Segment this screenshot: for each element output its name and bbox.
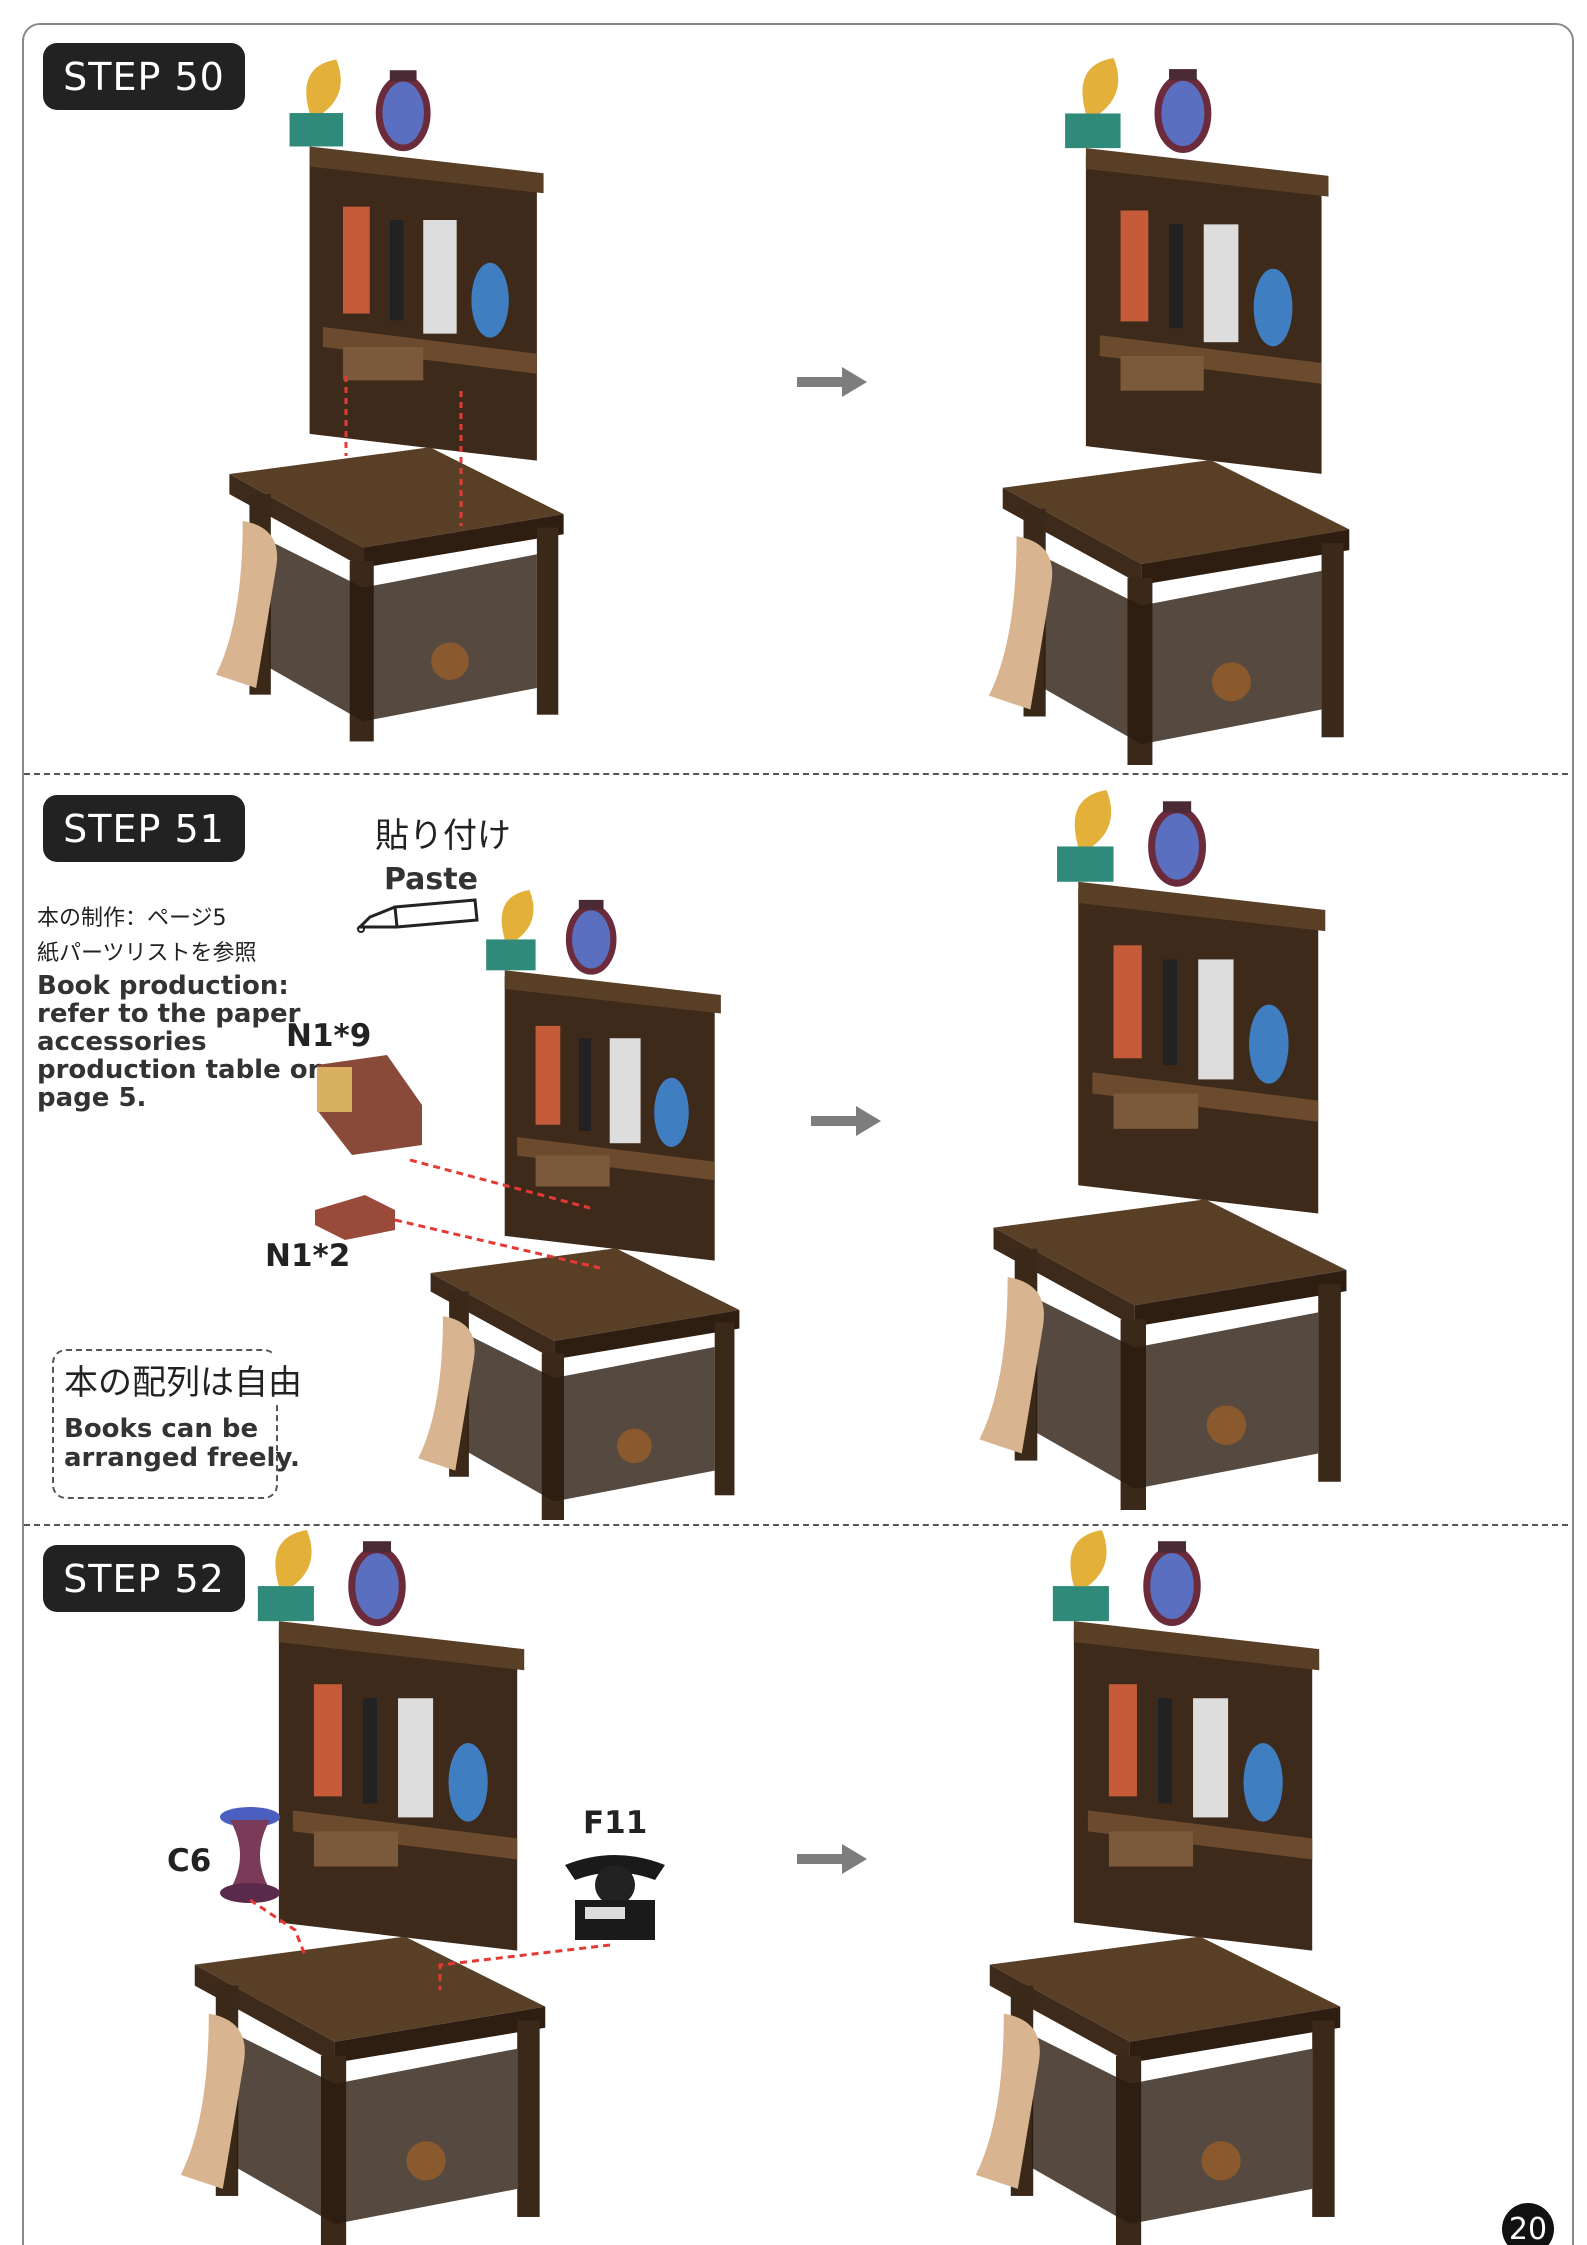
section-divider — [24, 1524, 1568, 1526]
step-badge: STEP 51 — [43, 795, 245, 862]
arrow-right-icon — [797, 1844, 867, 1874]
desk-illustration-after — [975, 1530, 1355, 2245]
tip-line: arranged freely. — [64, 1443, 300, 1473]
part-c6-hourglass — [220, 1807, 280, 1903]
section-divider — [24, 773, 1568, 775]
tip-jp: 本の配列は自由 — [64, 1355, 302, 1404]
part-label-n1x9: N1*9 — [286, 1018, 372, 1054]
desk-illustration-after — [981, 58, 1371, 765]
tip-box — [52, 1349, 278, 1499]
placement-guide-lines — [394, 1158, 601, 1270]
page-frame — [22, 23, 1574, 2245]
note-line: Book production: — [37, 971, 289, 1001]
step-badge: STEP 52 — [43, 1545, 245, 1612]
tip-en: Books can be arranged freely. — [64, 1415, 300, 1473]
note-line: page 5. — [37, 1083, 147, 1113]
note-jp-line1: 本の制作：ページ5 — [37, 906, 227, 931]
note-line: refer to the paper — [37, 999, 301, 1029]
part-label-c6: C6 — [167, 1843, 212, 1879]
glue-icon — [356, 898, 479, 933]
part-label-n1x2: N1*2 — [265, 1238, 351, 1274]
note-jp-line2: 紙パーツリストを参照 — [37, 941, 257, 966]
page-number: 20 — [1502, 2203, 1554, 2245]
book-production-note: Book production: refer to the paper acce… — [37, 972, 326, 1112]
part-f11-telephone — [565, 1855, 665, 1940]
paste-label-jp: 貼り付け — [375, 816, 511, 856]
books-part-n1 — [317, 1055, 422, 1155]
note-line: production table on — [37, 1055, 327, 1085]
part-label-f11: F11 — [583, 1805, 648, 1841]
placement-guide-lines — [249, 1898, 611, 1990]
step-badge: STEP 50 — [43, 43, 245, 110]
tip-line: Books can be — [64, 1414, 259, 1444]
note-line: accessories — [37, 1027, 207, 1057]
paste-label: Paste — [384, 862, 478, 897]
desk-illustration-before — [216, 36, 577, 765]
desk-illustration-after — [975, 790, 1365, 1510]
arrow-right-icon — [811, 1106, 881, 1136]
books-part-n1-small — [315, 1195, 395, 1240]
arrow-right-icon — [797, 367, 867, 397]
